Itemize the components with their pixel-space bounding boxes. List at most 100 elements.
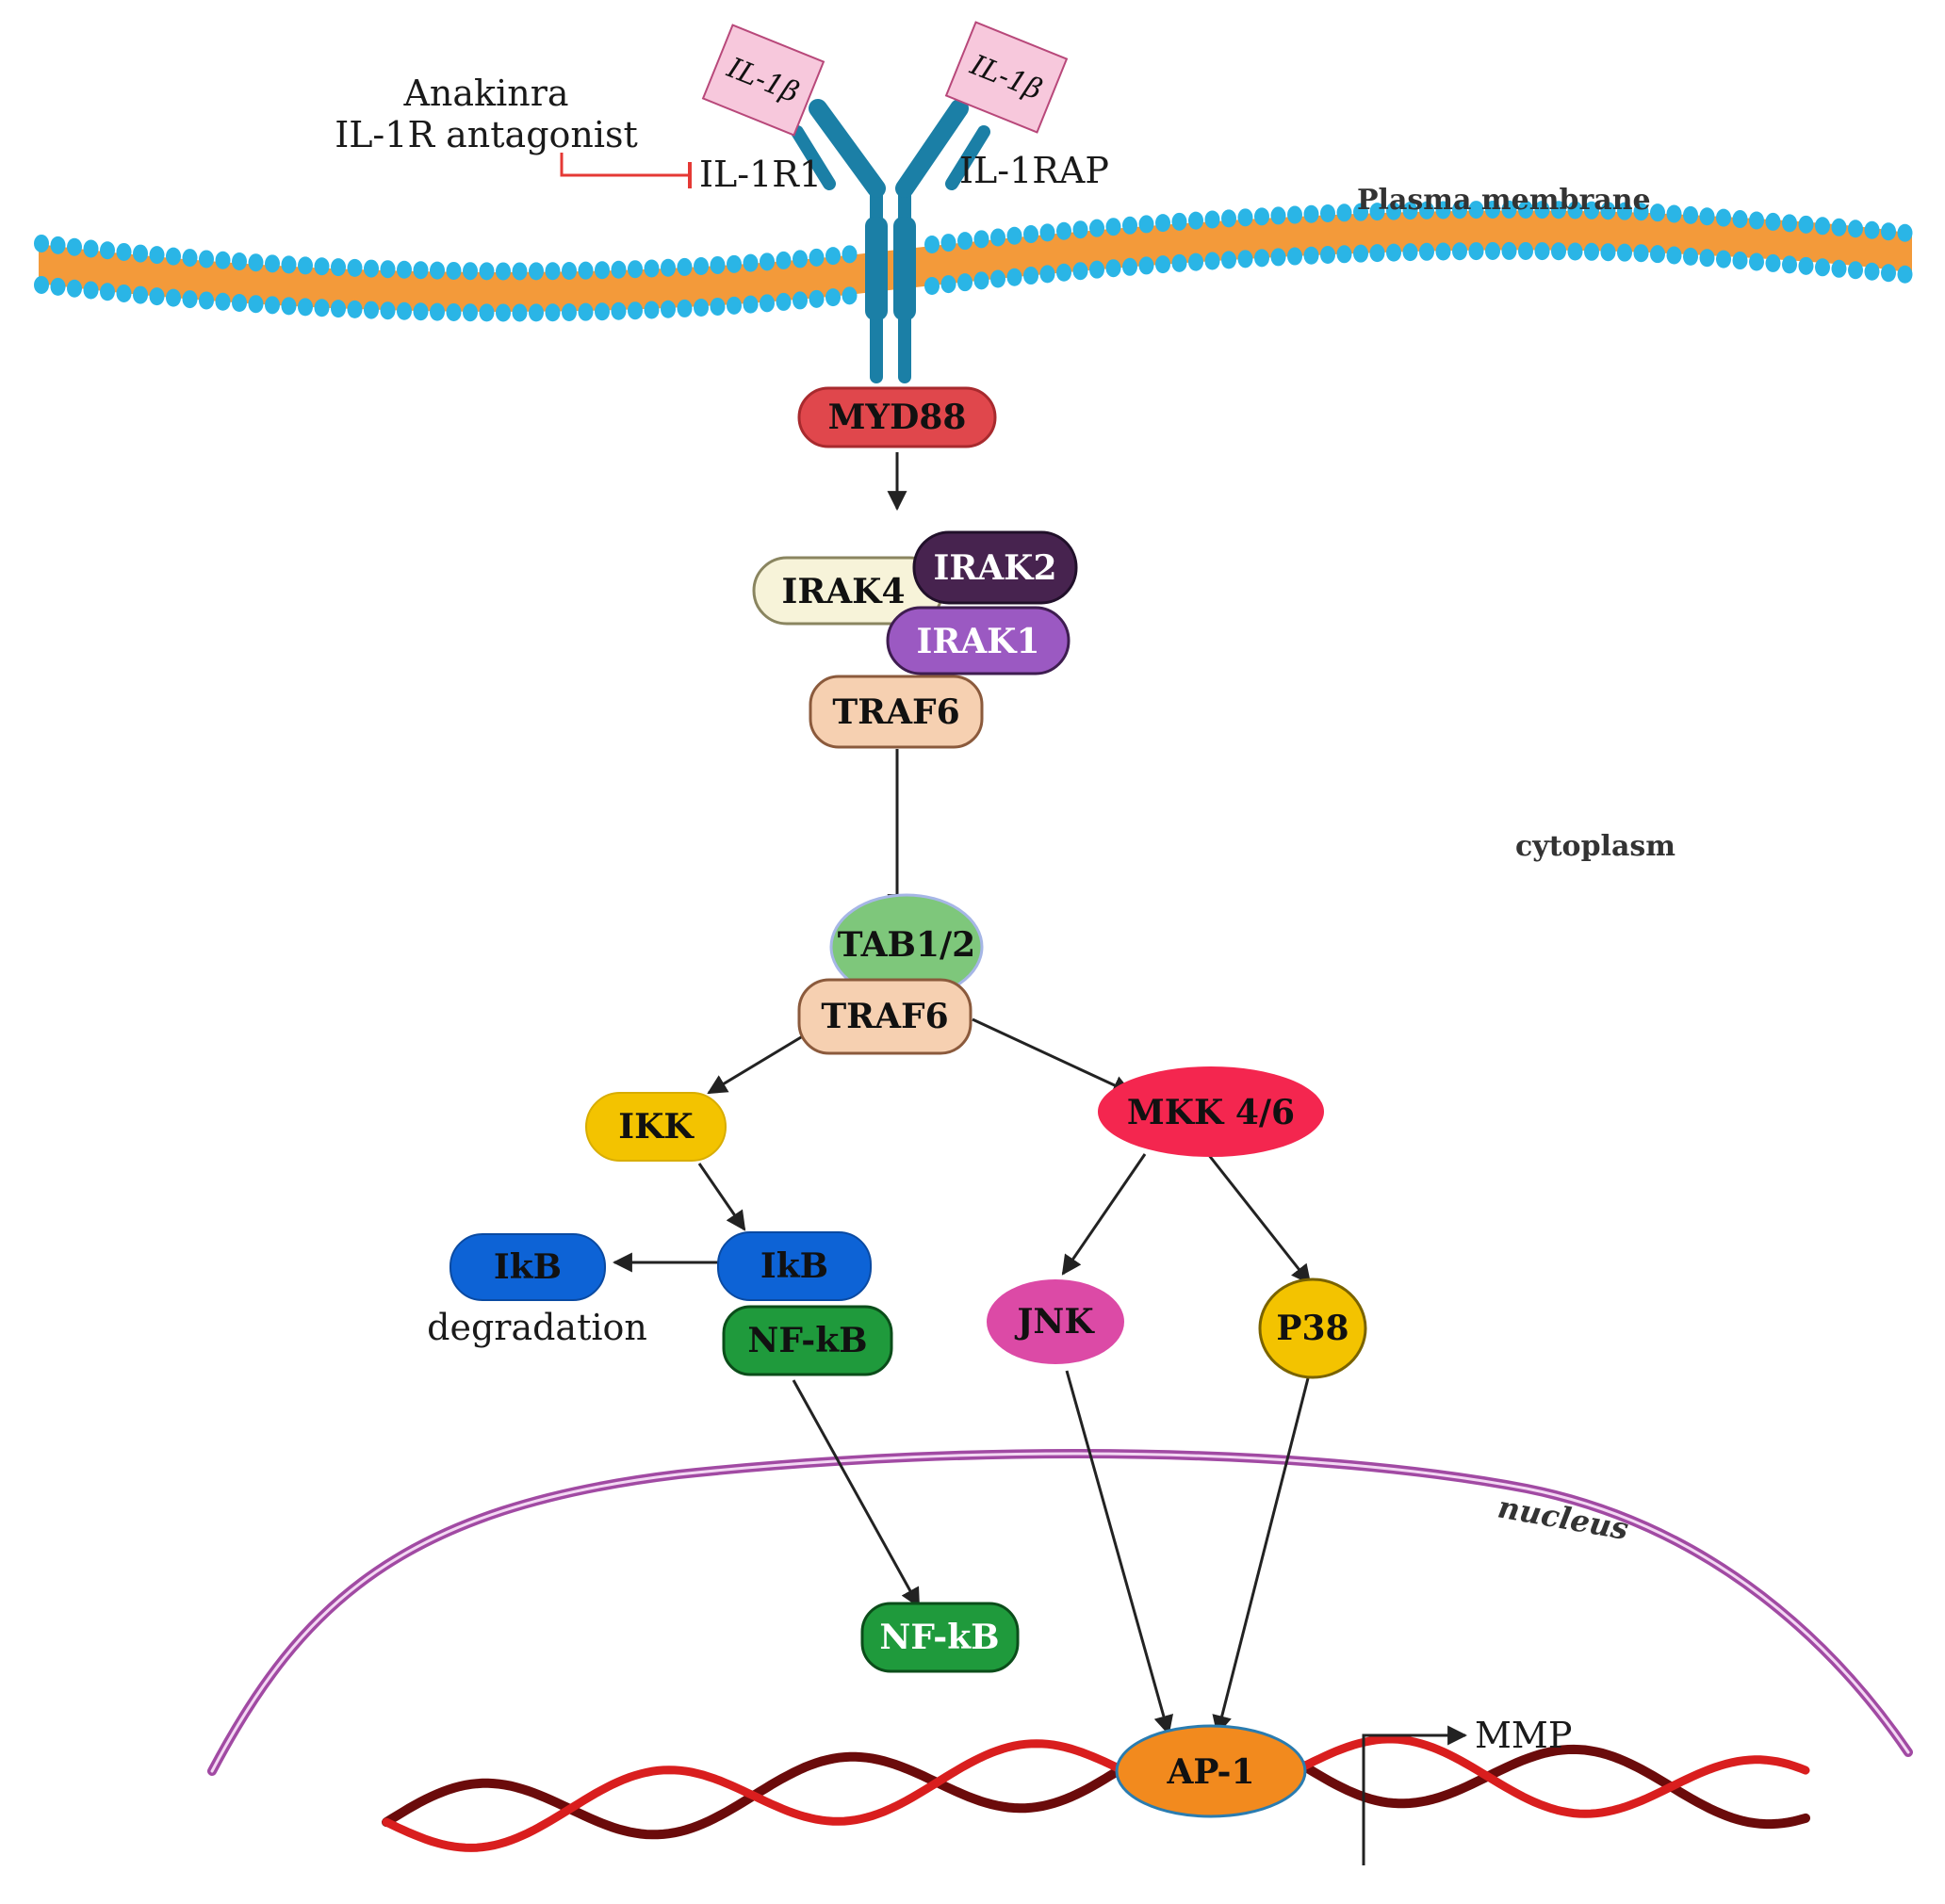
node-ikb: IkB xyxy=(717,1231,872,1301)
membrane-head xyxy=(1765,212,1781,231)
membrane-head xyxy=(479,303,495,322)
nfkb-nucleus-label: NF-kB xyxy=(879,1618,999,1657)
membrane-label: Plasma membrane xyxy=(1357,184,1651,217)
membrane-head xyxy=(1056,221,1071,240)
membrane-head xyxy=(248,295,264,314)
membrane-head xyxy=(1831,259,1847,278)
drug-name-label: Anakinra xyxy=(402,73,568,114)
membrane-head xyxy=(133,285,148,304)
membrane-head xyxy=(710,255,726,274)
membrane-head xyxy=(1897,223,1913,242)
membrane-head xyxy=(1749,211,1764,230)
cytoplasm-label: cytoplasm xyxy=(1515,830,1675,863)
membrane-head xyxy=(1419,201,1434,220)
node-tab12: TAB1/2 xyxy=(829,893,984,1001)
membrane-head xyxy=(710,297,726,316)
membrane-head xyxy=(1105,218,1121,236)
membrane-head xyxy=(1155,214,1170,233)
membrane-head xyxy=(776,251,792,269)
membrane-head xyxy=(149,287,165,306)
membrane-head xyxy=(364,259,379,278)
receptor-il1r1 xyxy=(791,99,888,383)
membrane-head xyxy=(1402,243,1418,262)
membrane-head xyxy=(1039,223,1055,242)
membrane-head xyxy=(1056,263,1071,282)
membrane-head xyxy=(1567,242,1583,261)
membrane-head xyxy=(265,254,280,273)
node-ikb-degradation: IkB xyxy=(449,1233,606,1301)
membrane-head xyxy=(973,271,989,290)
membrane-head xyxy=(595,261,610,280)
dna-strand xyxy=(382,1725,1810,1840)
membrane-head xyxy=(1666,246,1682,265)
membrane-head xyxy=(1023,267,1038,285)
receptor-il1rap xyxy=(893,99,990,383)
membrane-head xyxy=(1864,262,1880,281)
membrane-head xyxy=(512,262,528,281)
membrane-head xyxy=(1864,220,1880,239)
membrane-head xyxy=(215,292,231,311)
membrane-head xyxy=(199,250,214,269)
membrane-head xyxy=(578,261,594,280)
membrane-head xyxy=(1089,219,1104,237)
membrane-head xyxy=(1353,244,1368,263)
membrane-head xyxy=(1122,257,1137,276)
membrane-head xyxy=(1831,218,1847,236)
membrane-head xyxy=(1501,241,1517,260)
membrane-head xyxy=(413,302,429,321)
membrane-head xyxy=(1188,252,1203,271)
membrane-head xyxy=(413,261,429,280)
membrane-head xyxy=(1633,203,1649,221)
membrane-head xyxy=(199,291,214,310)
arrow-traf6-mkk xyxy=(972,1017,1133,1095)
arrow-nfkb-nucleus xyxy=(792,1379,921,1608)
membrane-head xyxy=(973,230,989,249)
arrow-transcription-mmp xyxy=(1362,1725,1468,1865)
membrane-head xyxy=(1617,243,1632,262)
membrane-head xyxy=(397,260,412,279)
membrane-head xyxy=(116,284,132,302)
membrane-heads-inner xyxy=(34,241,1913,322)
membrane-head xyxy=(1435,242,1451,261)
membrane-head xyxy=(298,298,313,317)
membrane-head xyxy=(743,253,759,272)
node-ikk: IKK xyxy=(585,1092,727,1162)
node-traf6-upper: TRAF6 xyxy=(809,675,984,749)
membrane-head xyxy=(1881,222,1896,241)
membrane-head xyxy=(1699,207,1715,226)
membrane-head xyxy=(1270,206,1286,225)
nuclear-envelope-inner xyxy=(210,1452,1910,1773)
membrane-head xyxy=(1485,241,1500,260)
membrane-head xyxy=(1897,265,1913,284)
membrane-head xyxy=(1650,203,1665,222)
plasma-membrane xyxy=(34,200,1914,322)
receptor2-label: IL-1RAP xyxy=(959,150,1109,191)
membrane-head xyxy=(1237,208,1253,227)
membrane-head xyxy=(331,258,346,277)
nfkb-cytoplasm-label: NF-kB xyxy=(747,1321,867,1360)
node-myd88: MYD88 xyxy=(797,386,997,448)
membrane-head xyxy=(1254,249,1269,268)
membrane-head xyxy=(1353,203,1368,221)
ligand-il1b-right: IL-1β xyxy=(944,21,1069,134)
membrane-head xyxy=(727,254,742,273)
membrane-head xyxy=(842,245,858,264)
membrane-head xyxy=(1534,242,1550,261)
membrane-head xyxy=(1155,255,1170,274)
membrane-head xyxy=(1881,264,1896,283)
membrane-head xyxy=(1105,259,1121,278)
membrane-head xyxy=(1369,244,1385,263)
ligand-il1b-left: IL-1β xyxy=(701,24,825,137)
membrane-head xyxy=(116,242,132,261)
node-nfkb-cytoplasm: NF-kB xyxy=(722,1305,893,1376)
membrane-head xyxy=(1171,212,1187,231)
irak1-label: IRAK1 xyxy=(916,622,1039,661)
membrane-head xyxy=(694,298,709,317)
membrane-head xyxy=(760,294,775,313)
arrow-jnk-ap1 xyxy=(1065,1370,1174,1736)
node-jnk: JNK xyxy=(987,1279,1124,1364)
membrane-head xyxy=(347,258,363,277)
membrane-head xyxy=(397,301,412,320)
membrane-head xyxy=(924,277,940,296)
membrane-head xyxy=(1732,210,1748,229)
